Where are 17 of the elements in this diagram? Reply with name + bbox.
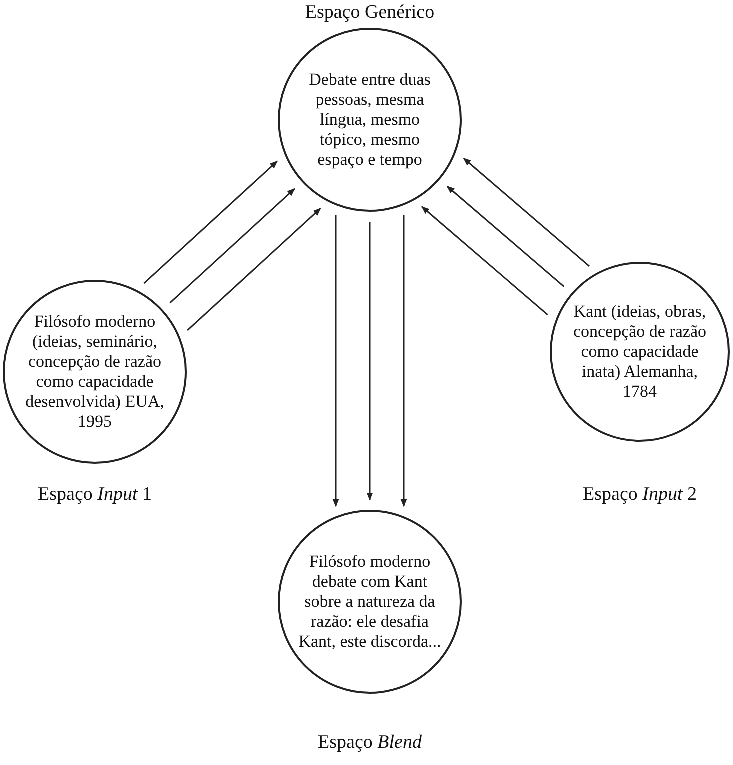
space-label: Espaço Blend	[318, 732, 422, 754]
arrow	[400, 216, 408, 508]
arrow	[422, 206, 548, 316]
arrow	[144, 160, 278, 284]
node-text: Debate entre duas pessoas, mesma língua, mesmo tópico, mesmo espaço e tempo	[308, 70, 432, 170]
arrow	[446, 186, 565, 288]
node-text: Kant (ideias, obras, concepção de razão como capacidade inata) Alemanha, 1784	[572, 302, 708, 402]
node-text: Filósofo moderno (ideias, seminário, concepção de razão como capacidade desenvolvida) EUA, 1995	[24, 312, 166, 432]
arrow	[332, 216, 340, 508]
space-label: Espaço Input 1	[38, 484, 152, 506]
arrow	[187, 208, 322, 332]
node-text: Filósofo moderno debate com Kant sobre a natureza da razão: ele desafia Kant, este discorda...	[298, 552, 442, 652]
arrow	[170, 188, 296, 304]
space-label: Espaço Genérico	[305, 2, 435, 24]
space-label: Espaço Input 2	[583, 484, 697, 506]
arrow	[463, 158, 590, 267]
arrow	[366, 222, 374, 501]
